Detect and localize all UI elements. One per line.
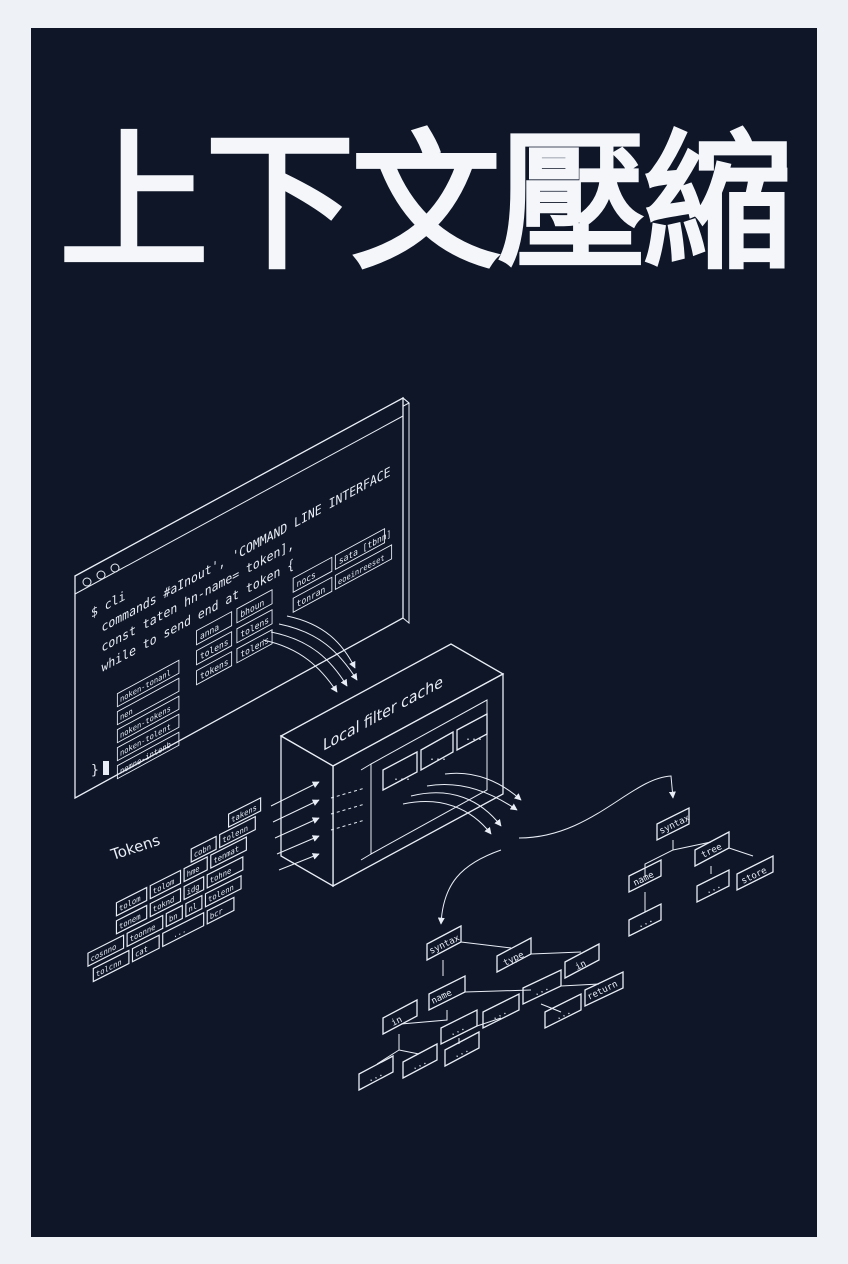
cache-slot: ... [456, 712, 488, 752]
tokens-group: Tokens takens cobn tolenn tolom [87, 781, 320, 983]
terminal-window: $ cli commands #aInout', 'COMMAND LINE I… [74, 396, 410, 800]
cache-slot-text: ... [393, 772, 411, 783]
tokens-label: Tokens [108, 831, 163, 864]
poster: 上下文壓縮 $ cli commands #aInout', 'COMMAND … [31, 28, 817, 1237]
cache-slot: ... [382, 750, 418, 792]
cache-slot: ... [420, 730, 454, 772]
terminal-cursor [103, 761, 109, 775]
tree-node: in [390, 1015, 404, 1029]
cache-slot-text: ... [429, 752, 447, 763]
tree-node: in [574, 959, 588, 973]
cache-box: Local filter cache ... ... ... [279, 643, 522, 888]
poster-title: 上下文壓縮 [58, 117, 793, 291]
token-chip: bn [169, 911, 178, 924]
cache-to-trees-connectors [437, 775, 676, 925]
terminal-prompt: } [91, 763, 99, 778]
cache-slot-text: ... [465, 732, 483, 743]
terminal-to-cache-flow [262, 615, 358, 693]
tree-bottom: syntax type in name ... ... return in ..… [358, 924, 624, 1092]
window-dot-minimize-icon [96, 570, 106, 580]
compression-diagram: $ cli commands #aInout', 'COMMAND LINE I… [74, 396, 774, 1092]
tokens-to-cache-arrows [270, 781, 320, 871]
token-chip: nl [189, 901, 198, 914]
window-dot-maximize-icon [110, 563, 120, 573]
tree-right: syntax tree name ... store ... [628, 806, 774, 938]
window-dot-close-icon [82, 577, 92, 587]
